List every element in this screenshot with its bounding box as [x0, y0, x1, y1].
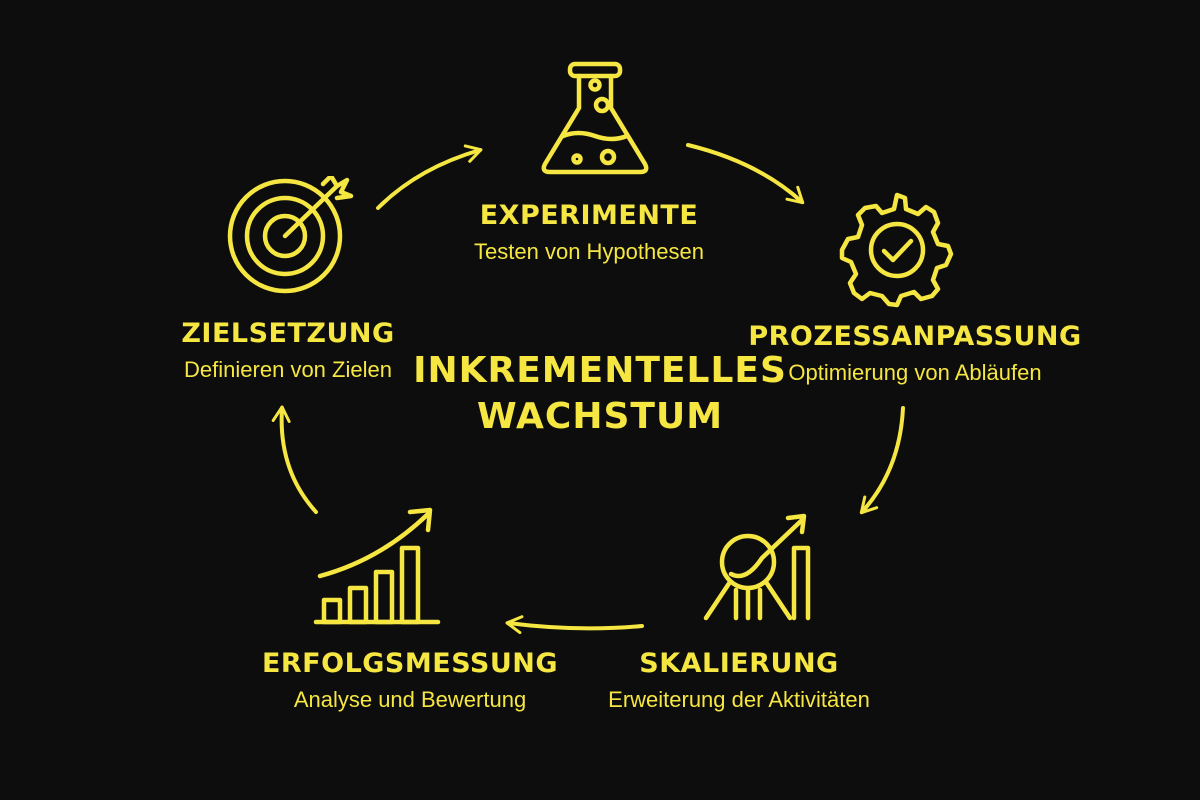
step-subtitle: Testen von Hypothesen — [474, 239, 704, 264]
arrow-goal-to-experiments — [376, 144, 483, 210]
step-success-measurement: ERFOLGSMESSUNG Analyse und Bewertung — [260, 648, 560, 713]
arrow-scaling-to-measurement — [505, 615, 644, 635]
arrow-measurement-to-goal — [271, 405, 318, 514]
step-subtitle: Optimierung von Abläufen — [788, 360, 1042, 385]
gear-check-icon — [839, 192, 954, 308]
step-subtitle: Definieren von Zielen — [184, 357, 392, 382]
step-process-adjustment: PROZESSANPASSUNG Optimierung von Abläufe… — [745, 321, 1085, 386]
step-subtitle: Erweiterung der Aktivitäten — [608, 687, 870, 712]
center-title-line: INKREMENTELLES — [413, 350, 787, 391]
step-experiments: EXPERIMENTE Testen von Hypothesen — [439, 200, 739, 265]
step-title: ERFOLGSMESSUNG — [261, 648, 559, 679]
center-title-line: WACHSTUM — [476, 396, 724, 437]
step-title: SKALIERUNG — [639, 648, 839, 679]
step-goal-setting: ZIELSETZUNG Definieren von Zielen — [138, 318, 438, 383]
step-subtitle: Analyse und Bewertung — [293, 687, 527, 712]
magnifier-chart-icon — [703, 513, 811, 621]
step-title: ZIELSETZUNG — [181, 318, 395, 349]
target-arrow-icon — [227, 176, 354, 294]
center-title: INKREMENTELLES WACHSTUM — [400, 348, 800, 440]
growth-bar-chart-icon — [313, 507, 441, 625]
flask-icon — [541, 61, 649, 175]
step-title: PROZESSANPASSUNG — [748, 321, 1082, 352]
arrow-process-to-scaling — [859, 406, 905, 515]
arrow-experiments-to-process — [686, 143, 805, 205]
step-title: EXPERIMENTE — [479, 200, 699, 231]
step-scaling: SKALIERUNG Erweiterung der Aktivitäten — [589, 648, 889, 713]
